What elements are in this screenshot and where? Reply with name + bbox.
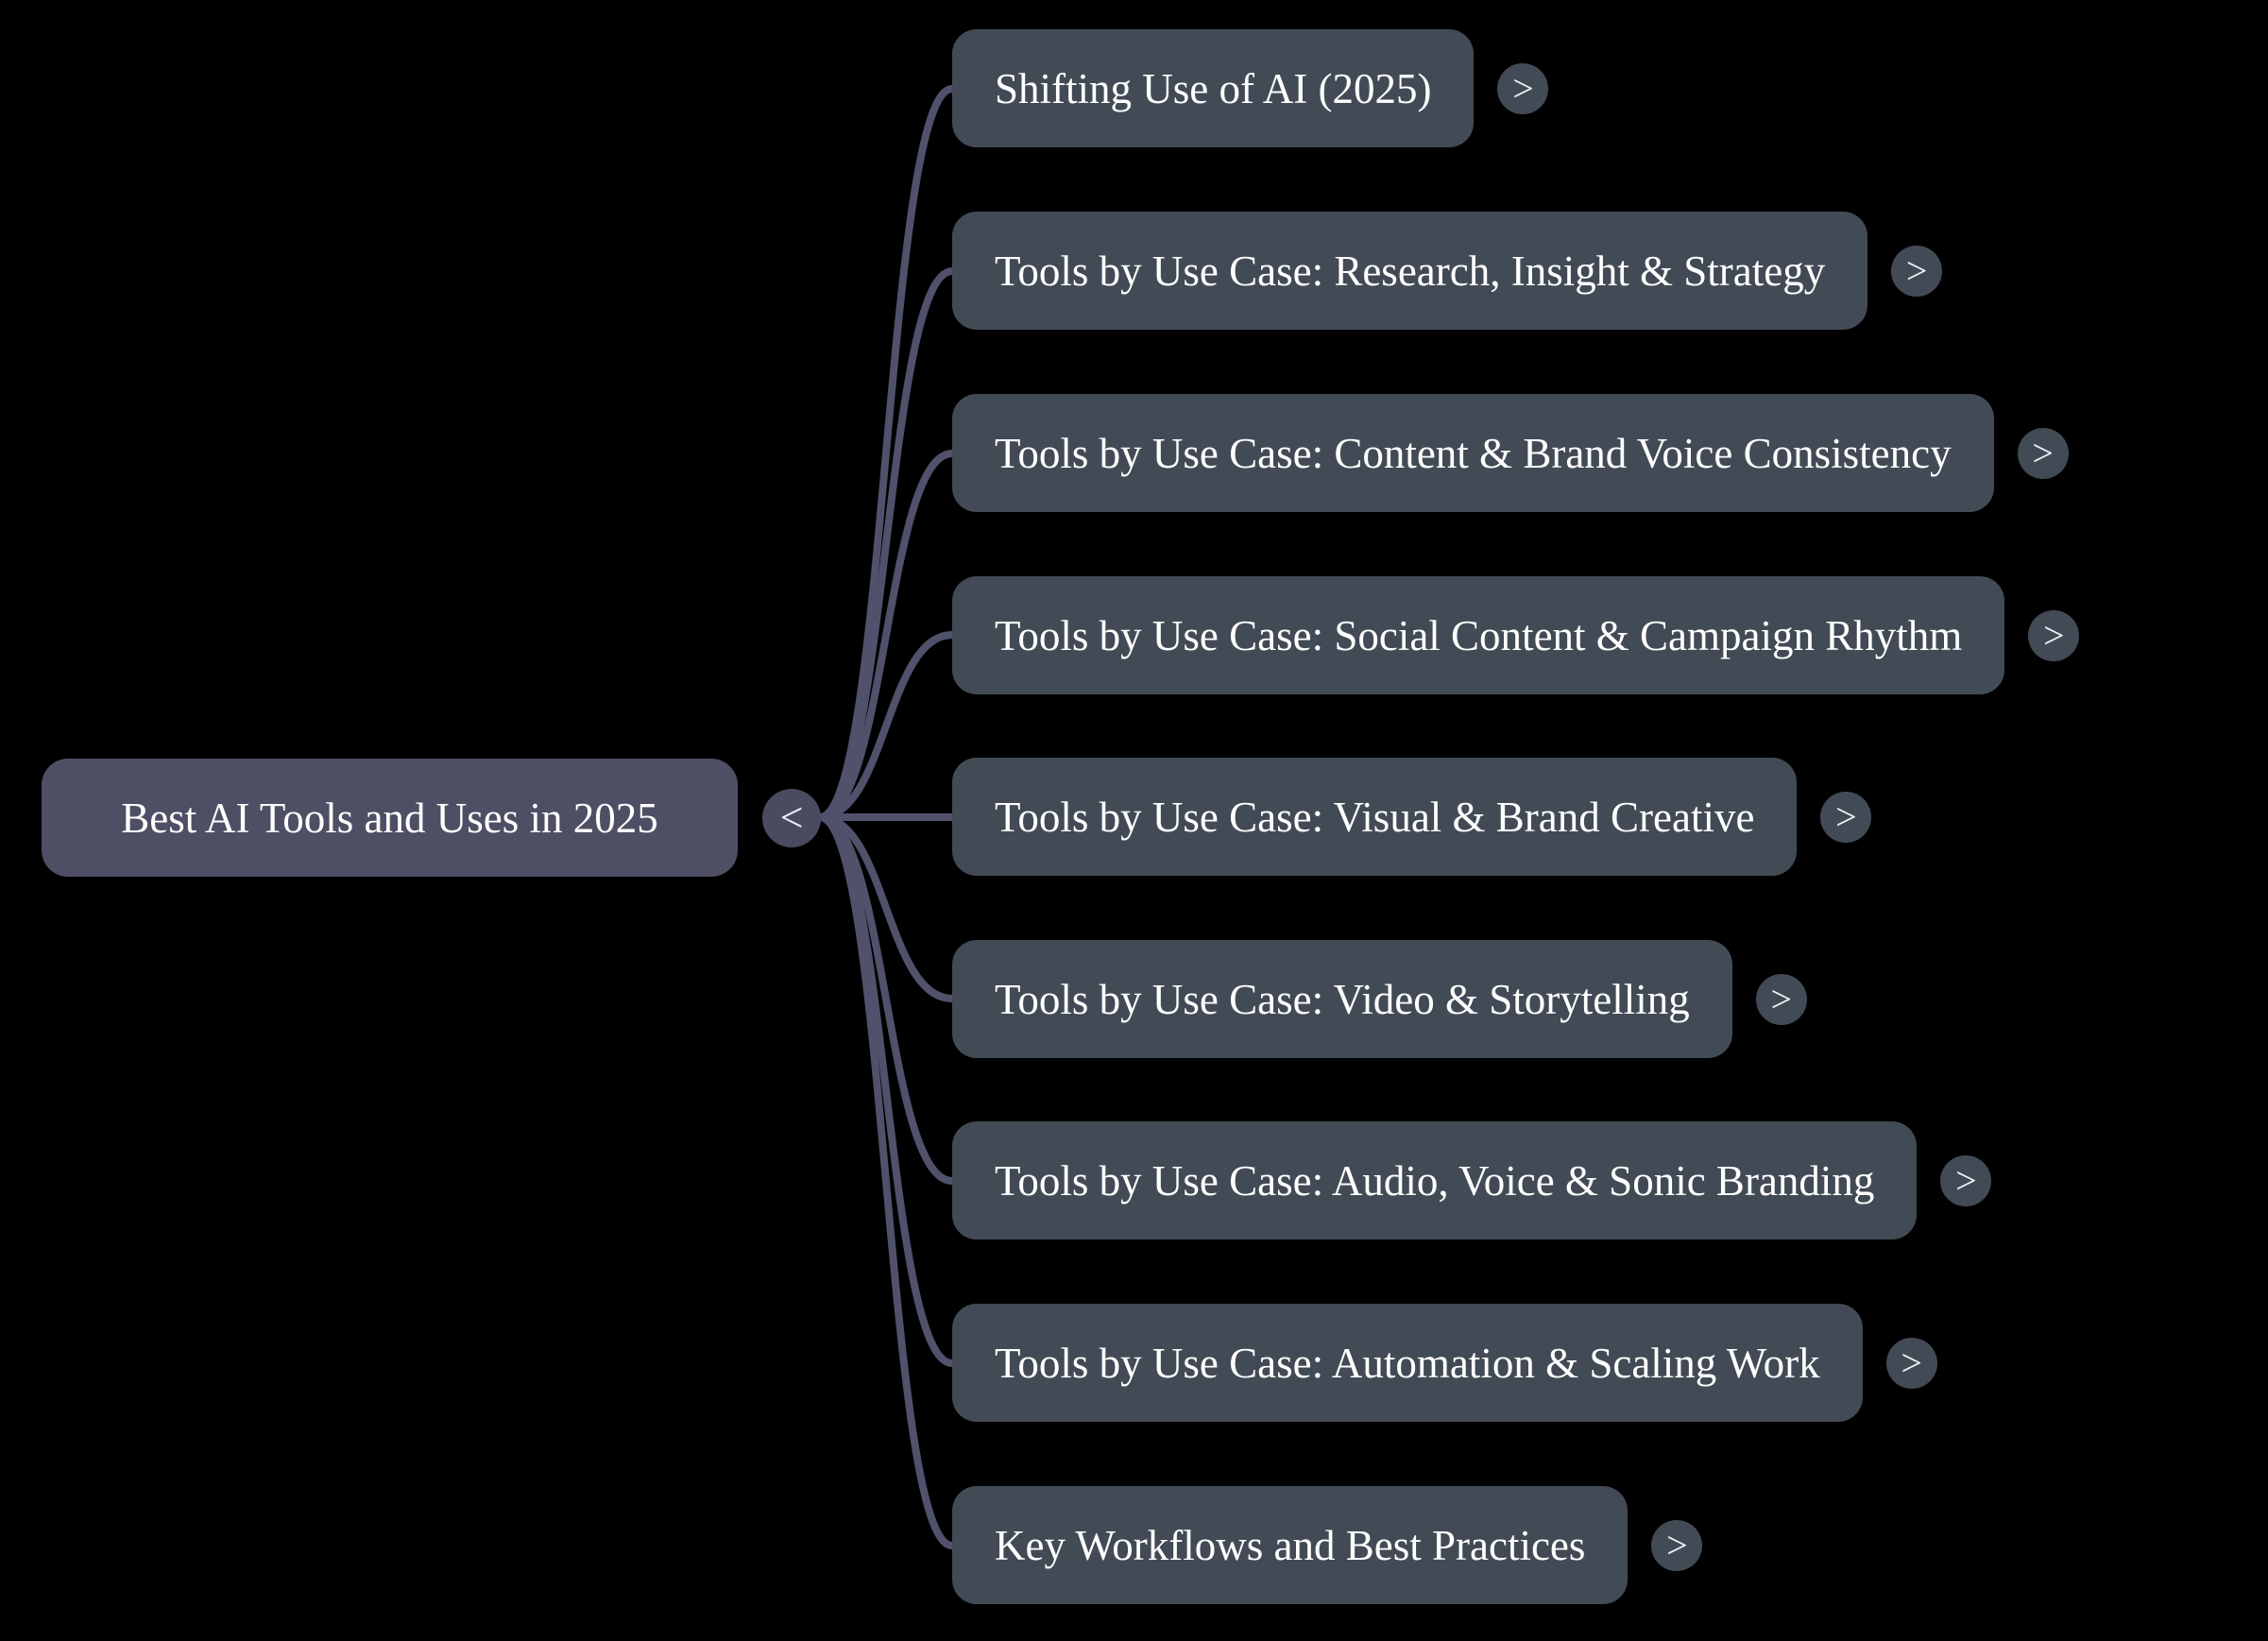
expand-icon: > [1770, 978, 1793, 1020]
expand-icon: > [1512, 67, 1534, 110]
connector-line [816, 813, 956, 1002]
branch-node-visual-brand-creative[interactable]: Tools by Use Case: Visual & Brand Creati… [952, 758, 1798, 876]
branch-node-label: Key Workflows and Best Practices [995, 1521, 1586, 1569]
expand-icon: > [1905, 249, 1928, 292]
connector-line [816, 267, 956, 821]
branch-node-label: Tools by Use Case: Audio, Voice & Sonic … [995, 1156, 1875, 1205]
expand-button[interactable]: > [1885, 1337, 1937, 1389]
root-node[interactable]: Best AI Tools and Uses in 2025 [42, 759, 738, 877]
branch-row: Tools by Use Case: Automation & Scaling … [952, 1304, 1937, 1422]
connector-line [816, 813, 956, 1367]
branch-node-label: Tools by Use Case: Visual & Brand Creati… [995, 793, 1755, 841]
expand-button[interactable]: > [2028, 609, 2080, 661]
branch-node-label: Tools by Use Case: Video & Storytelling [995, 975, 1690, 1023]
connector-line [816, 450, 956, 821]
branch-node-label: Shifting Use of AI (2025) [995, 64, 1432, 112]
expand-icon: > [1901, 1342, 1922, 1384]
expand-button[interactable]: > [1651, 1519, 1703, 1571]
collapse-button[interactable]: < [762, 788, 821, 847]
branch-row: Tools by Use Case: Visual & Brand Creati… [952, 758, 1872, 876]
branch-node-automation-scaling[interactable]: Tools by Use Case: Automation & Scaling … [952, 1304, 1863, 1422]
branch-node-research-insight-strategy[interactable]: Tools by Use Case: Research, Insight & S… [952, 212, 1868, 330]
branch-node-video-storytelling[interactable]: Tools by Use Case: Video & Storytelling [952, 940, 1732, 1058]
branch-node-key-workflows[interactable]: Key Workflows and Best Practices [952, 1486, 1629, 1604]
branch-node-social-content-campaign[interactable]: Tools by Use Case: Social Content & Camp… [952, 576, 2005, 694]
root-node-row: Best AI Tools and Uses in 2025 < [42, 759, 821, 877]
branch-node-label: Tools by Use Case: Automation & Scaling … [995, 1339, 1820, 1387]
branch-row: Tools by Use Case: Social Content & Camp… [952, 576, 2080, 694]
expand-button[interactable]: > [1891, 245, 1943, 297]
branch-row: Tools by Use Case: Research, Insight & S… [952, 212, 1943, 330]
connector-line [816, 813, 956, 1185]
branch-node-content-brand-voice[interactable]: Tools by Use Case: Content & Brand Voice… [952, 394, 1994, 512]
expand-icon: > [2043, 614, 2065, 657]
connector-line [816, 631, 956, 821]
collapse-icon: < [779, 795, 804, 841]
root-node-label: Best AI Tools and Uses in 2025 [121, 794, 658, 842]
expand-icon: > [1955, 1159, 1977, 1202]
expand-icon: > [1666, 1524, 1688, 1566]
branch-row: Key Workflows and Best Practices > [952, 1486, 1703, 1604]
branch-node-shifting-use-of-ai[interactable]: Shifting Use of AI (2025) [952, 29, 1475, 147]
branch-node-label: Tools by Use Case: Social Content & Camp… [995, 611, 1963, 659]
expand-button[interactable]: > [2017, 427, 2069, 479]
branch-row: Tools by Use Case: Video & Storytelling … [952, 940, 1807, 1058]
expand-button[interactable]: > [1940, 1154, 1992, 1206]
expand-button[interactable]: > [1497, 62, 1549, 114]
expand-button[interactable]: > [1755, 973, 1807, 1025]
branch-node-label: Tools by Use Case: Research, Insight & S… [995, 247, 1826, 295]
branch-node-label: Tools by Use Case: Content & Brand Voice… [995, 429, 1952, 477]
connector-line [816, 85, 956, 821]
expand-icon: > [2032, 432, 2054, 474]
branch-node-audio-voice-sonic[interactable]: Tools by Use Case: Audio, Voice & Sonic … [952, 1121, 1918, 1239]
branch-row: Tools by Use Case: Audio, Voice & Sonic … [952, 1121, 1992, 1239]
branch-row: Shifting Use of AI (2025) > [952, 29, 1549, 147]
expand-button[interactable]: > [1820, 791, 1872, 843]
expand-icon: > [1835, 795, 1857, 838]
branch-row: Tools by Use Case: Content & Brand Voice… [952, 394, 2069, 512]
connector-line [816, 813, 956, 1549]
